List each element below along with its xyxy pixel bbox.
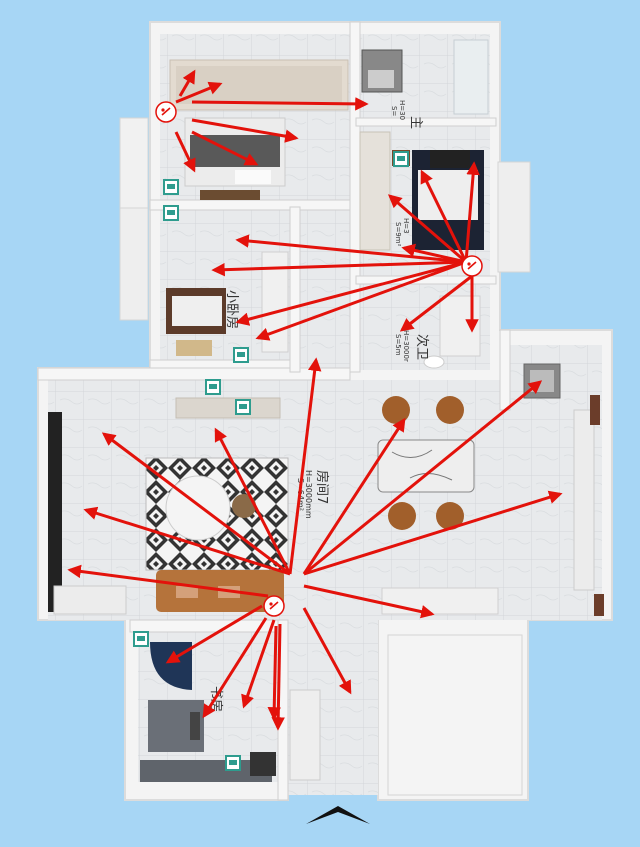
view-arrow	[191, 118, 299, 143]
view-arrow	[387, 194, 467, 264]
view-arrow	[165, 604, 263, 664]
view-direction-arrows	[67, 69, 563, 731]
view-arrow	[83, 506, 291, 576]
camera-pin-icon[interactable]	[263, 595, 285, 617]
view-arrow	[303, 490, 563, 576]
camera-badge-icon[interactable]	[235, 399, 251, 415]
view-arrow	[303, 380, 543, 576]
view-arrow	[267, 625, 281, 721]
second-bedroom-height: H=3	[402, 218, 410, 234]
camera-badge-icon[interactable]	[225, 755, 241, 771]
master-bath-area: S=	[390, 106, 398, 116]
view-arrow	[464, 161, 480, 263]
round-coffee-table	[165, 475, 231, 541]
camera-badge-icon[interactable]	[163, 205, 179, 221]
main-room-name: 房间7	[314, 470, 330, 504]
master-bath: 主 H=30 S=	[361, 39, 489, 129]
entrance-chevron-icon[interactable]	[306, 806, 370, 824]
view-arrow	[401, 243, 467, 264]
view-arrow	[174, 131, 196, 173]
master-bath-height: H=30	[398, 100, 406, 120]
view-arrow	[175, 81, 223, 104]
master-bath-name: 主	[408, 116, 423, 129]
view-arrow	[202, 617, 268, 719]
second-bedroom-area: S=9m²	[394, 222, 402, 247]
second-bedroom-bed	[412, 150, 484, 250]
panorama-thumbnails	[133, 151, 409, 771]
view-arrow	[288, 357, 322, 575]
camera-badge-icon[interactable]	[205, 379, 221, 395]
camera-pin-icon[interactable]	[461, 255, 483, 277]
view-arrow	[303, 584, 435, 619]
dining-area: 房间7 H=3000mm S=64m²	[296, 396, 475, 530]
camera-pin-icon[interactable]	[155, 101, 177, 123]
second-bedroom: H=3 S=9m²	[359, 131, 484, 251]
camera-badge-icon[interactable]	[233, 347, 249, 363]
view-arrow	[241, 619, 276, 709]
main-room-height: H=3000mm	[304, 470, 313, 519]
view-arrow	[420, 169, 468, 263]
study: 书房	[140, 642, 321, 782]
second-bath-area: S=5m	[394, 334, 402, 356]
view-arrow	[255, 260, 467, 341]
view-arrow	[271, 623, 285, 731]
camera-badge-icon[interactable]	[133, 631, 149, 647]
second-bath-name: 次卫	[414, 334, 430, 360]
view-arrow	[399, 274, 473, 332]
interior-walls	[37, 21, 511, 801]
view-arrow	[302, 417, 406, 575]
view-arrow	[101, 432, 291, 576]
camera-badge-icon[interactable]	[393, 151, 409, 167]
view-arrow	[178, 69, 196, 97]
view-arrow	[302, 607, 352, 695]
view-arrow	[235, 260, 467, 326]
view-arrow	[67, 564, 269, 598]
view-arrow	[191, 97, 369, 111]
view-arrow	[214, 427, 292, 575]
small-bedroom-name: 小卧房	[224, 290, 240, 329]
camera-badge-icon[interactable]	[163, 179, 179, 195]
second-bath-height: H=3000r	[402, 330, 410, 362]
view-arrow	[235, 234, 467, 264]
view-arrow	[211, 260, 467, 277]
view-arrow	[191, 130, 259, 166]
